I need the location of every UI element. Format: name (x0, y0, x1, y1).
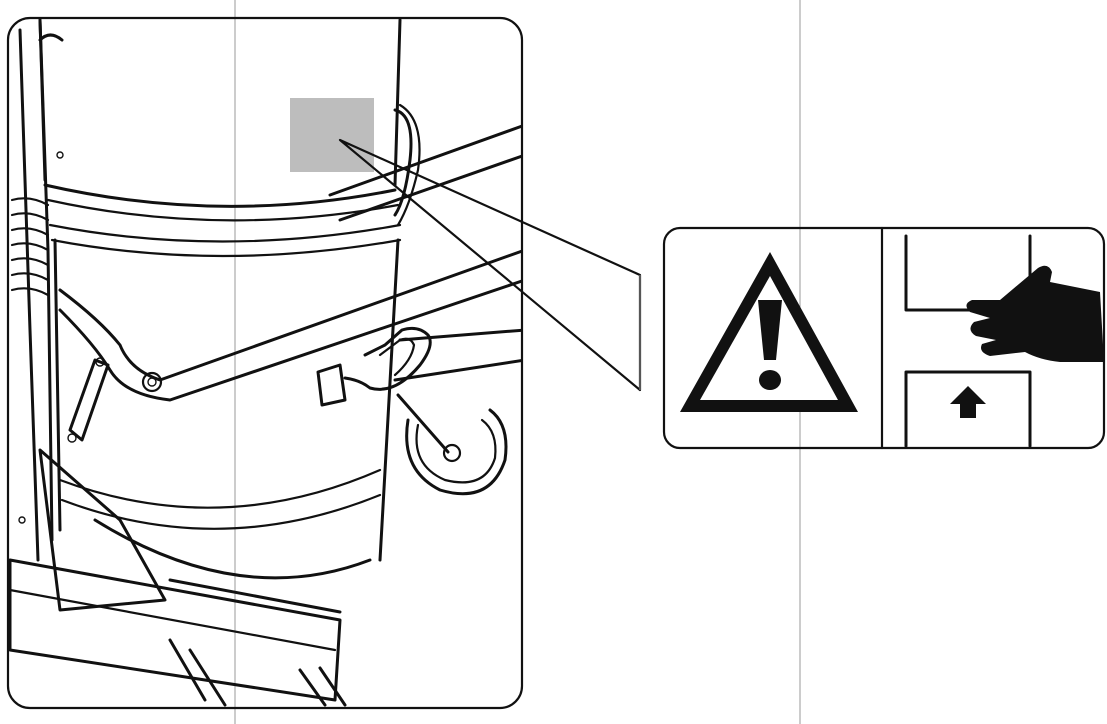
tank-rim (43, 183, 397, 208)
chassis-plate (38, 448, 167, 612)
link-arm (68, 358, 110, 442)
hazard-label-enlarged (662, 226, 1106, 450)
hand-pinch-hazard-icon (904, 234, 1104, 448)
coiled-hose (10, 197, 50, 297)
tank-latch (316, 326, 432, 407)
tank-upper-left (38, 19, 47, 182)
front-beam (9, 558, 342, 702)
arrow-up-icon (950, 386, 986, 418)
warning-label-patch (290, 98, 374, 172)
upper-frame-bar (328, 123, 521, 197)
hazard-label-frame (662, 226, 1106, 450)
tank-upper-right (393, 19, 402, 187)
caster-wheel (396, 393, 508, 496)
illustration-frame (6, 16, 524, 710)
tank-strap (58, 248, 521, 382)
strap-bolt (141, 371, 163, 393)
vacuum-machine-illustration (9, 19, 521, 707)
warning-triangle-icon (680, 252, 858, 412)
